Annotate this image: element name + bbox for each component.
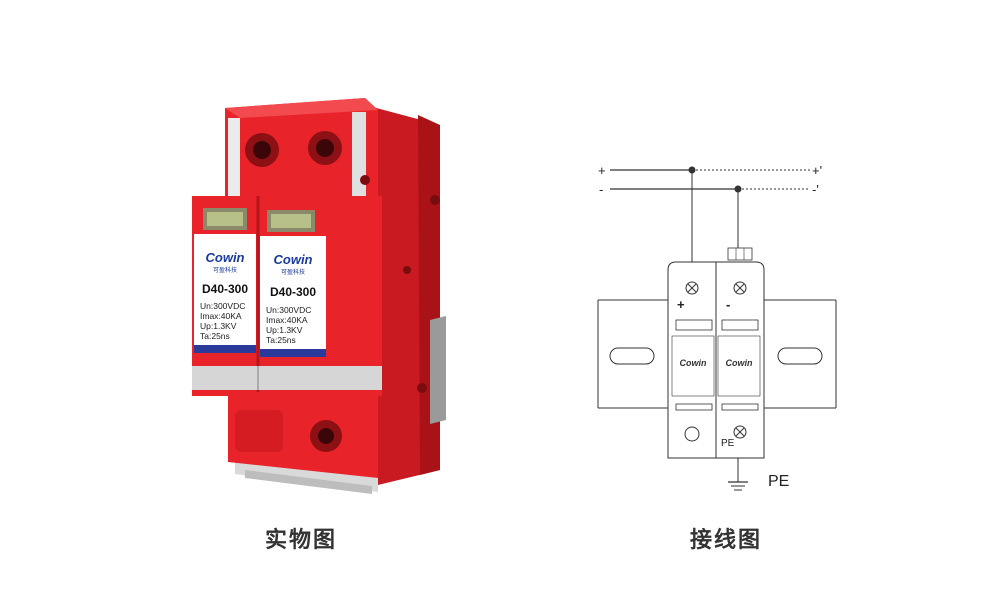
remote-signal-terminal xyxy=(727,247,753,261)
label-right xyxy=(260,236,326,362)
spec-left-un: Un:300VDC xyxy=(200,301,245,311)
top-face xyxy=(225,98,378,118)
diagram-brand-right: Cowin xyxy=(726,358,753,368)
diagram-brand-left: Cowin xyxy=(680,358,707,368)
module-minus-label: - xyxy=(726,297,730,312)
surge-protector-photo: Cowin 可盈科技 D40-300 Un:300VDC Imax:40KA U… xyxy=(192,98,446,494)
wiring-diagram xyxy=(597,166,837,491)
model-right: D40-300 xyxy=(270,285,316,299)
side-clip xyxy=(430,316,446,424)
label-stripe-left xyxy=(194,345,256,353)
label-left xyxy=(194,234,256,358)
caption-wiring: 接线图 xyxy=(690,528,763,553)
grey-band xyxy=(192,366,382,390)
rail-slot-right xyxy=(777,347,823,365)
bottom-terminal-left-icon xyxy=(684,426,700,442)
brand-cn-left: 可盈科技 xyxy=(213,266,237,274)
diagram-label-left xyxy=(671,335,715,397)
top-grey-strip xyxy=(228,118,240,200)
diagram-label-right xyxy=(717,335,761,397)
label-stripe-right xyxy=(260,349,326,357)
side-screw xyxy=(403,266,411,274)
pe-module-label: PE xyxy=(721,438,735,449)
spec-right-un: Un:300VDC xyxy=(266,305,311,315)
spec-left-up: Up:1.3KV xyxy=(200,321,237,331)
spec-right-ta: Ta:25ns xyxy=(266,335,296,345)
top-terminal-block xyxy=(225,98,378,205)
module-plus-label: + xyxy=(677,297,685,312)
brand-cn-right: 可盈科技 xyxy=(281,268,305,276)
spec-right-up: Up:1.3KV xyxy=(266,325,303,335)
side-screw xyxy=(430,195,440,205)
label-plus-in: + xyxy=(598,163,606,178)
label-plus-out: +' xyxy=(812,163,822,178)
bottom-cover xyxy=(235,410,283,452)
din-foot-shadow xyxy=(245,470,372,494)
side-screw xyxy=(417,383,427,393)
spec-right-imax: Imax:40KA xyxy=(266,315,308,325)
rail-slot-left xyxy=(609,347,655,365)
side-screw xyxy=(360,175,370,185)
label-minus-out: -' xyxy=(812,182,819,197)
label-minus-in: - xyxy=(599,182,603,197)
brand-logo-right: Cowin xyxy=(274,252,313,267)
spec-left-imax: Imax:40KA xyxy=(200,311,242,321)
wiring-labels: + - +' -' + - Cowin Cowin PE PE xyxy=(598,163,822,490)
brand-logo-left: Cowin xyxy=(206,250,245,265)
top-grey-strip-right xyxy=(352,112,366,200)
pe-ground-label: PE xyxy=(768,473,789,490)
spec-left-ta: Ta:25ns xyxy=(200,331,230,341)
model-left: D40-300 xyxy=(202,282,248,296)
caption-photo: 实物图 xyxy=(265,528,338,553)
